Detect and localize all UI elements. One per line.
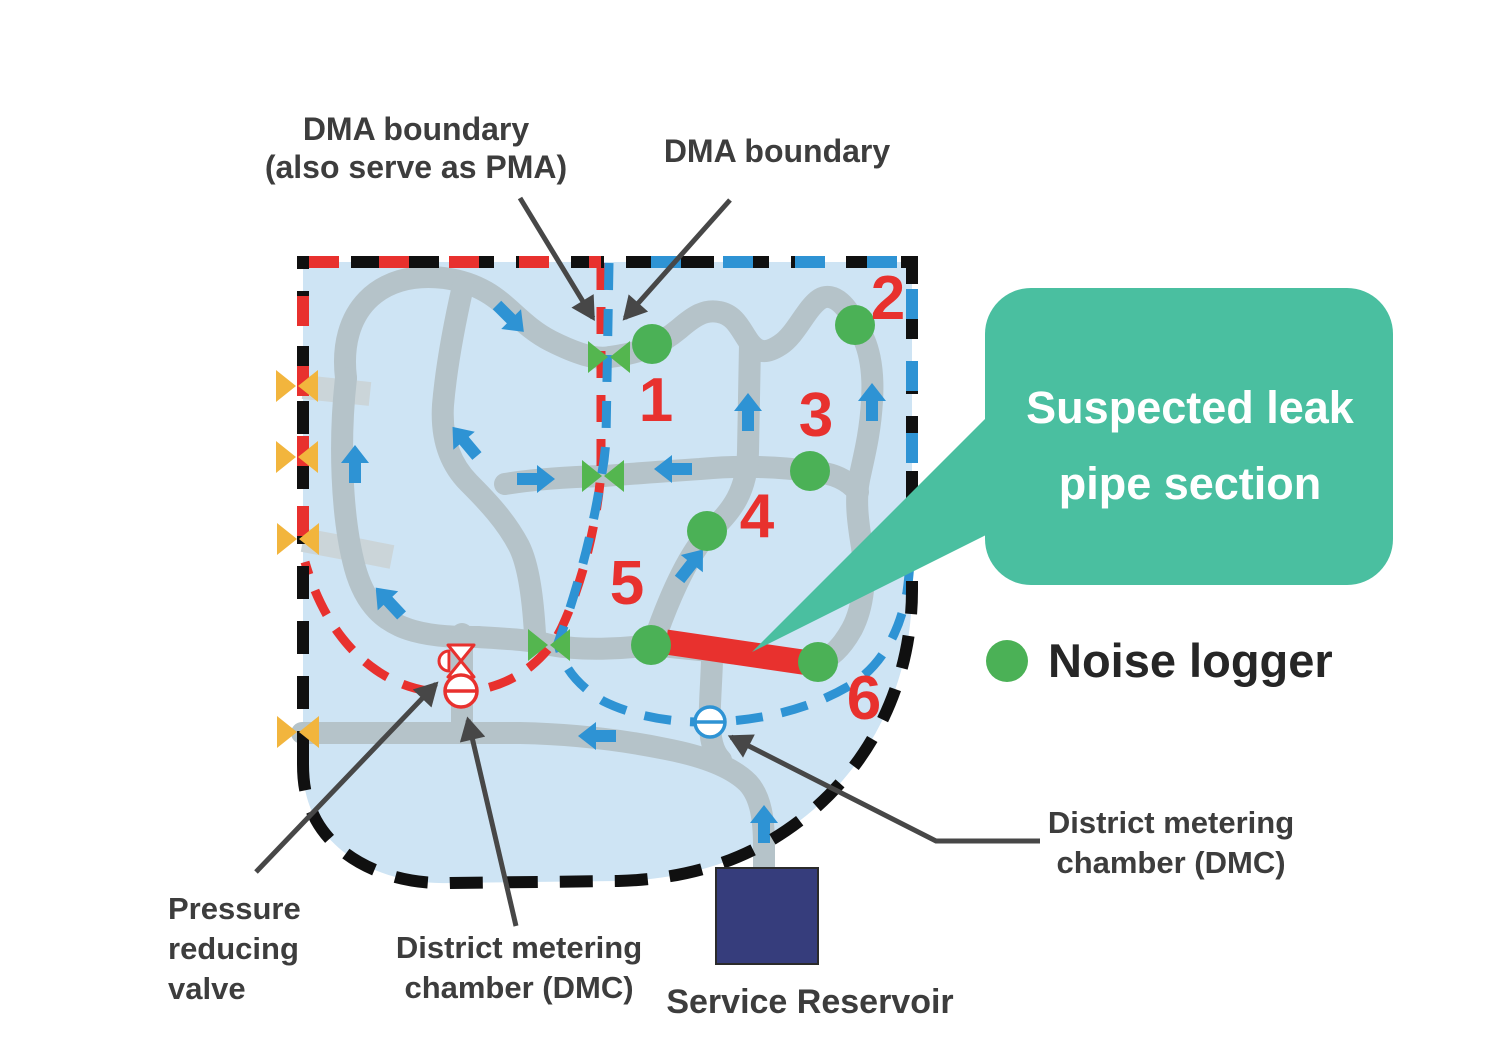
logger-number-3: 3 [798, 381, 834, 450]
label-dmc-right-line1: District metering [1047, 805, 1295, 840]
label-prv-line1: Pressure [168, 891, 301, 926]
pma-boundary-red-dashed [300, 263, 606, 698]
pipe-inner-s [431, 275, 546, 645]
label-dma-pma-line2: (also serve as PMA) [264, 149, 568, 185]
dma-boundary-blue-dashed [553, 262, 917, 727]
legend-noise-logger-label: Noise logger [1048, 634, 1333, 687]
callout-tail [752, 416, 988, 652]
noise-logger-dot-1 [632, 324, 672, 364]
legend-noise-logger-dot [986, 640, 1028, 682]
noise-logger-dot-2 [835, 305, 875, 345]
dma-outer-boundary [297, 256, 918, 890]
pipe-left-side [331, 367, 489, 648]
pressure-reducing-valve-icon [437, 643, 476, 679]
label-dma-pma: DMA boundary (also serve as PMA) [265, 110, 567, 186]
dmc-blue-icon [693, 705, 727, 739]
pointer-dmc-bottom [459, 716, 519, 927]
label-dma-pma-line1: DMA boundary [302, 111, 530, 147]
label-dmc-right-line2: chamber (DMC) [1056, 845, 1286, 880]
noise-loggers [631, 305, 875, 682]
annotation-arrows [254, 196, 1040, 927]
label-prv-line2: reducing [168, 931, 299, 966]
callout-suspected-leak: Suspected leak pipe section [1026, 370, 1354, 522]
logger-number-1: 1 [638, 366, 674, 435]
noise-logger-dot-4 [687, 511, 727, 551]
pointer-dma-pma [517, 196, 596, 322]
label-dmc-right: District metering chamber (DMC) [1048, 803, 1294, 883]
pointer-dmc-right [727, 734, 1040, 844]
service-reservoir-square [715, 867, 819, 965]
logger-number-4: 4 [739, 482, 775, 551]
label-dmc-bottom-line2: chamber (DMC) [404, 970, 634, 1005]
noise-logger-dot-5 [631, 625, 671, 665]
prv-bowtie [446, 643, 476, 679]
label-service-reservoir: Service Reservoir [666, 983, 954, 1021]
pointer-dma [622, 198, 732, 321]
label-dmc-bottom-line1: District metering [395, 930, 643, 965]
label-prv-line3: valve [168, 971, 246, 1006]
logger-number-5: 5 [609, 549, 645, 618]
leak-pipe-section [664, 629, 818, 677]
callout-box [985, 288, 1393, 585]
pipe-bottom [291, 722, 775, 883]
dmc-red-icon [443, 673, 479, 709]
noise-logger-dot-6 [798, 642, 838, 682]
noise-logger-dot-3 [790, 451, 830, 491]
logger-number-6: 6 [846, 664, 882, 733]
label-dmc-bottom: District metering chamber (DMC) [396, 928, 642, 1008]
label-pressure-reducing-valve: Pressure reducing valve [168, 889, 301, 1009]
pipe-top-loop [334, 266, 621, 389]
prv-halfcircle [437, 649, 451, 673]
callout-line2: pipe section [1058, 458, 1322, 509]
logger-number-2: 2 [870, 264, 906, 333]
pointer-prv [254, 681, 439, 874]
label-dma-boundary: DMA boundary [663, 133, 891, 169]
callout-line1: Suspected leak [1026, 382, 1354, 433]
